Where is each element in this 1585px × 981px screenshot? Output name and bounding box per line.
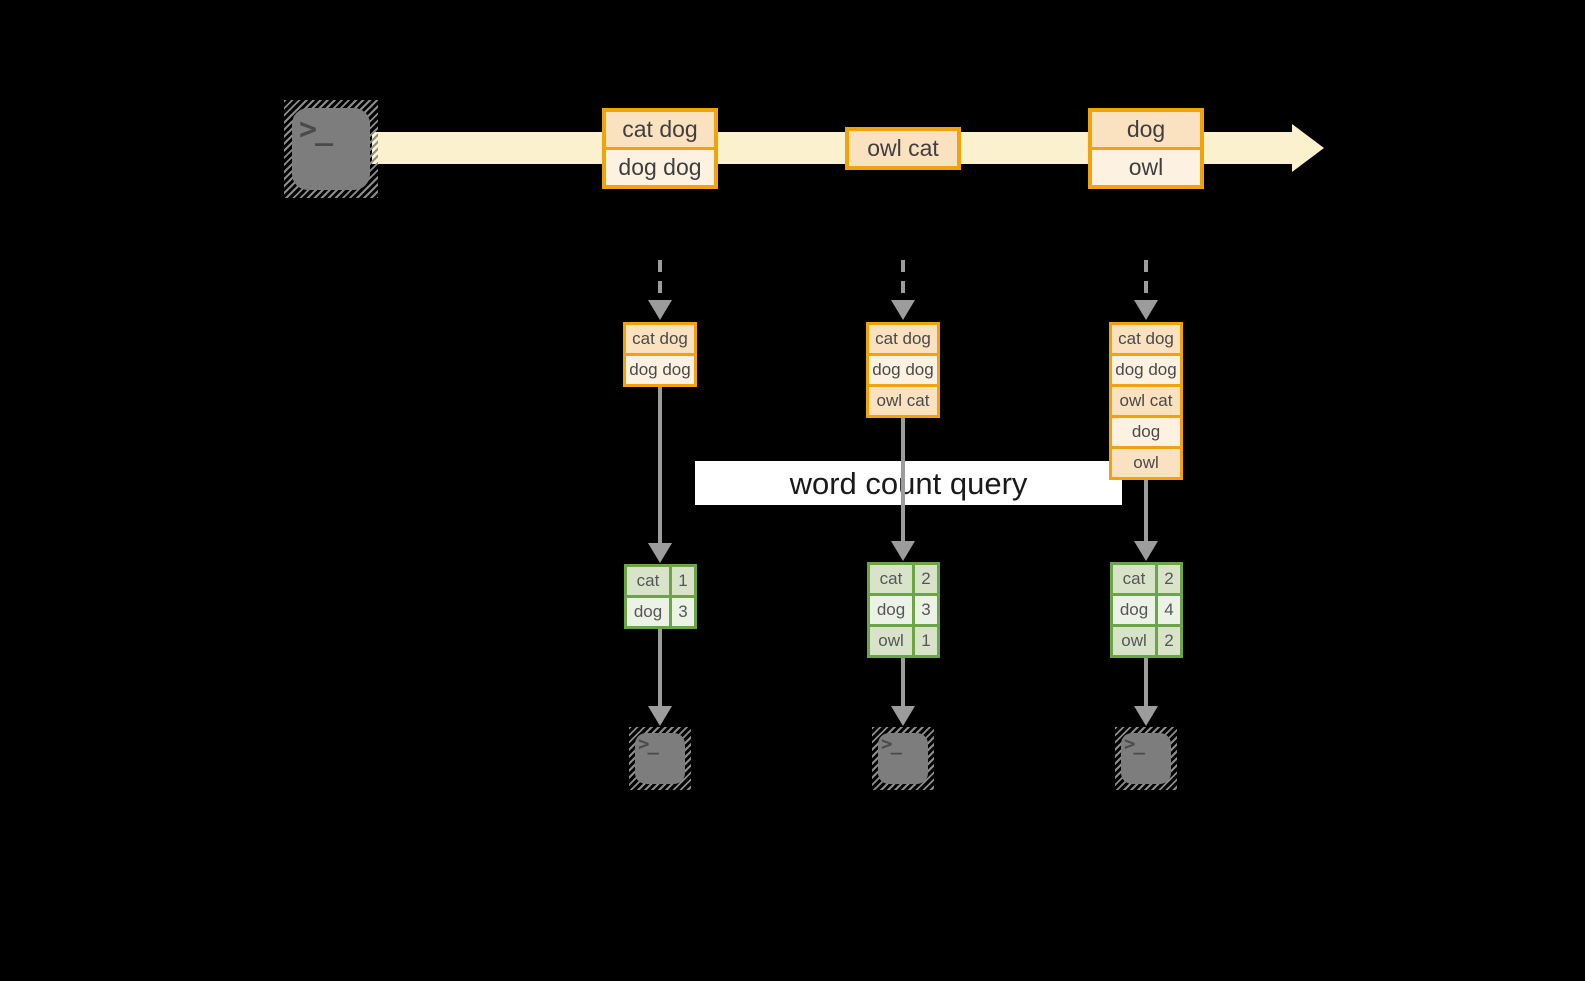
event-line: dog	[1092, 112, 1200, 147]
terminal-body	[878, 733, 928, 784]
event-line: owl cat	[849, 131, 957, 166]
arrowhead-icon	[891, 706, 915, 726]
buffer-row: dog dog	[1112, 353, 1180, 384]
terminal-body	[635, 733, 685, 784]
arrow-line	[1144, 658, 1148, 706]
event-box-1: cat dog dog dog	[602, 108, 718, 189]
terminal-body	[292, 108, 370, 190]
arrow-line	[1144, 480, 1148, 541]
arrowhead-icon	[1134, 706, 1158, 726]
event-box-3: dog owl	[1088, 108, 1204, 189]
count-cell: 2	[1158, 565, 1180, 593]
dashed-arrowhead-icon	[1134, 300, 1158, 320]
count-table-3: cat 2 dog 4 owl 2	[1110, 562, 1183, 658]
word-cell: owl	[1113, 627, 1158, 655]
table-row: dog 4	[1113, 593, 1180, 624]
window-buffer-3: cat dog dog dog owl cat dog owl	[1109, 322, 1183, 480]
count-cell: 2	[915, 565, 937, 593]
dashed-arrow-line	[658, 260, 662, 300]
buffer-row: cat dog	[1112, 325, 1180, 353]
arrow-line	[901, 658, 905, 706]
count-cell: 2	[1158, 627, 1180, 655]
arrow-line	[901, 418, 905, 541]
buffer-row: owl	[1112, 446, 1180, 477]
arrowhead-icon	[648, 543, 672, 563]
table-row: cat 1	[627, 567, 694, 595]
dashed-arrowhead-icon	[648, 300, 672, 320]
arrowhead-icon	[648, 706, 672, 726]
terminal-prompt-glyph: >_	[1124, 733, 1145, 755]
table-row: owl 2	[1113, 624, 1180, 655]
count-cell: 4	[1158, 596, 1180, 624]
word-cell: cat	[627, 567, 672, 595]
buffer-row: owl cat	[1112, 384, 1180, 415]
sink-terminal-icon-1: >_	[629, 727, 691, 790]
buffer-row: cat dog	[869, 325, 937, 353]
word-cell: dog	[1113, 596, 1158, 624]
terminal-prompt-glyph: >_	[299, 112, 333, 147]
table-row: owl 1	[870, 624, 937, 655]
buffer-row: cat dog	[626, 325, 694, 353]
table-row: dog 3	[870, 593, 937, 624]
word-cell: dog	[627, 598, 672, 626]
arrowhead-icon	[891, 541, 915, 561]
event-box-2: owl cat	[845, 127, 961, 170]
arrow-line	[658, 629, 662, 706]
table-row: cat 2	[870, 565, 937, 593]
count-cell: 1	[672, 567, 694, 595]
terminal-prompt-glyph: >_	[881, 733, 902, 755]
event-line: cat dog	[606, 112, 714, 147]
event-line: dog dog	[606, 147, 714, 185]
buffer-row: dog	[1112, 415, 1180, 446]
stream-arrowhead-icon	[1292, 124, 1324, 172]
buffer-row: dog dog	[626, 353, 694, 384]
sink-terminal-icon-3: >_	[1115, 727, 1177, 790]
dashed-arrowhead-icon	[891, 300, 915, 320]
dashed-arrow-line	[1144, 260, 1148, 300]
sink-terminal-icon-2: >_	[872, 727, 934, 790]
dashed-arrow-line	[901, 260, 905, 300]
terminal-body	[1121, 733, 1171, 784]
count-cell: 3	[672, 598, 694, 626]
event-line: owl	[1092, 147, 1200, 185]
word-cell: dog	[870, 596, 915, 624]
word-cell: cat	[870, 565, 915, 593]
terminal-prompt-glyph: >_	[638, 733, 659, 755]
table-row: cat 2	[1113, 565, 1180, 593]
window-buffer-2: cat dog dog dog owl cat	[866, 322, 940, 418]
arrowhead-icon	[1134, 541, 1158, 561]
arrow-line	[658, 387, 662, 543]
word-cell: owl	[870, 627, 915, 655]
table-row: dog 3	[627, 595, 694, 626]
source-terminal-icon: >_	[284, 100, 378, 198]
window-buffer-1: cat dog dog dog	[623, 322, 697, 387]
count-table-1: cat 1 dog 3	[624, 564, 697, 629]
query-banner: word count query	[695, 461, 1122, 505]
count-cell: 3	[915, 596, 937, 624]
buffer-row: owl cat	[869, 384, 937, 415]
buffer-row: dog dog	[869, 353, 937, 384]
count-cell: 1	[915, 627, 937, 655]
count-table-2: cat 2 dog 3 owl 1	[867, 562, 940, 658]
word-cell: cat	[1113, 565, 1158, 593]
